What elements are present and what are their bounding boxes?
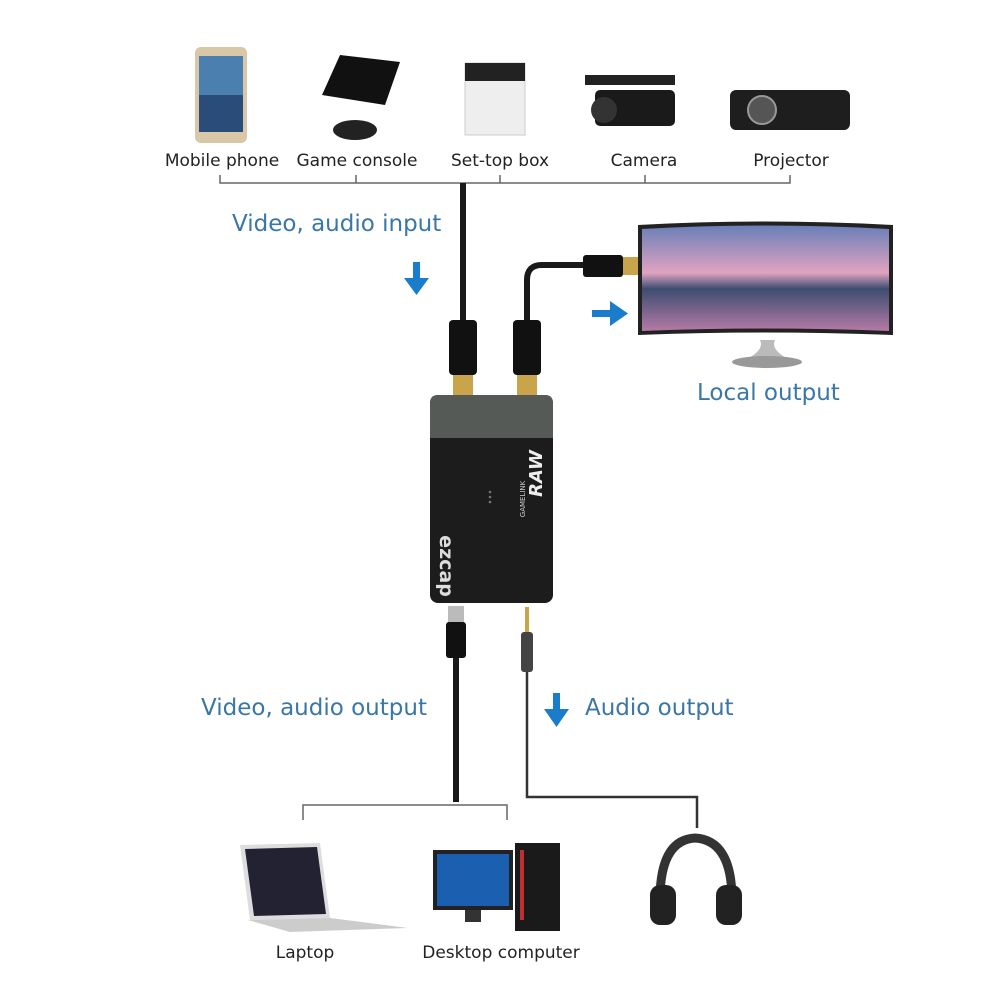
arrow-down-audio-icon [544,693,569,727]
laptop-icon [240,843,408,932]
headphones-icon [650,833,742,925]
usb-connector [446,606,466,658]
arrow-right-local-icon [592,301,628,326]
projector-icon [730,90,850,130]
flow-label-video-audio-output: Video, audio output [201,695,427,721]
flow-label-local-output: Local output [697,380,840,406]
camera-icon [585,75,675,126]
flow-label-input: Video, audio input [232,211,442,237]
input-bracket [219,175,791,184]
input-label-game-console: Game console [296,151,418,171]
hdmi-connector-output [513,320,541,395]
audio-jack [521,607,533,672]
hdmi-connector-monitor [583,255,641,277]
flow-label-audio-output: Audio output [585,695,734,721]
hdmi-connector-input [449,320,477,395]
input-label-camera: Camera [610,151,678,171]
device-model-big: RAW [525,450,547,497]
audio-cable [525,672,699,828]
monitor-icon [638,221,893,368]
local-output-cable [524,262,585,330]
device-brand: ezcap [434,535,457,597]
capture-device [430,395,553,603]
set-top-box-icon [464,62,526,136]
output-label-laptop: Laptop [275,943,335,963]
input-label-set-top-box: Set-top box [450,151,550,171]
output-label-desktop: Desktop computer [422,943,580,963]
mobile-phone-icon [195,47,247,143]
output-bracket [302,804,508,820]
input-label-projector: Projector [753,151,829,171]
arrow-down-input-icon [404,262,429,295]
desktop-computer-icon [433,843,560,931]
input-label-mobile-phone: Mobile phone [164,151,280,171]
game-console-icon [322,55,400,140]
